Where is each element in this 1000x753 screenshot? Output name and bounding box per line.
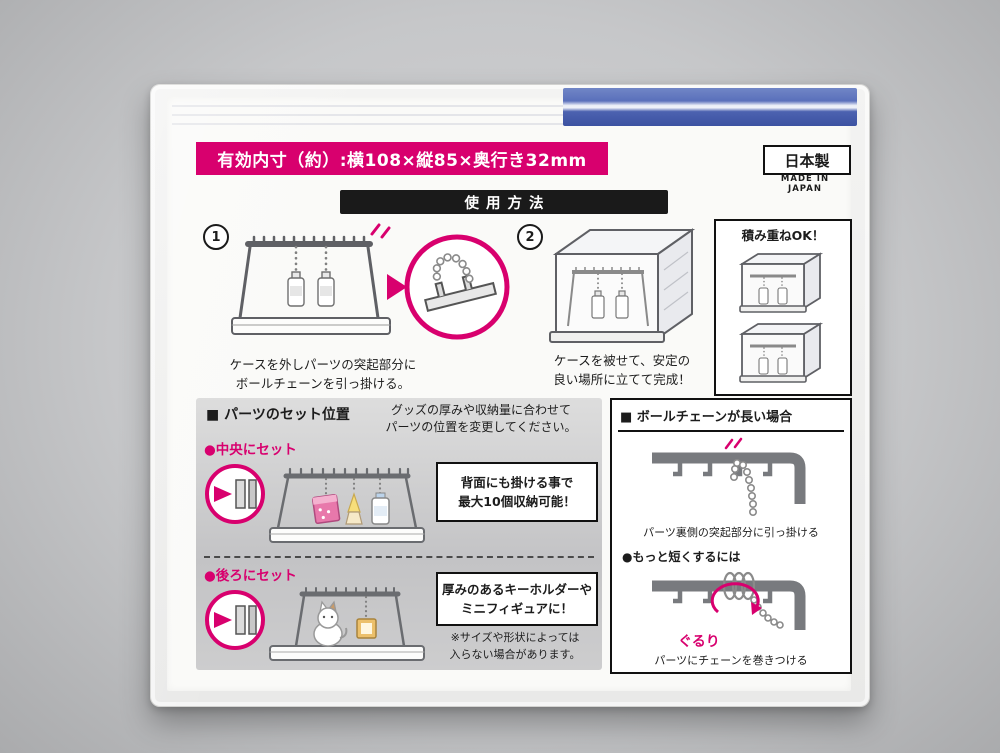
soft-serve-item xyxy=(345,492,363,525)
dashed-divider xyxy=(204,556,594,558)
step-2-caption-line1: ケースを被せて、安定の xyxy=(553,353,691,368)
back-note-line2: ミニフィギュアに！ xyxy=(460,601,573,616)
parts-set-position-title: ■ パーツのセット位置 xyxy=(206,407,350,423)
back-note-line1: 厚みのあるキーホルダーや xyxy=(441,581,592,597)
charm-cube-item xyxy=(356,618,377,639)
center-set-label: ●中央にセット xyxy=(204,442,297,458)
size-warning-text: ※サイズや形状によっては 入らない場合があります。 xyxy=(432,630,598,663)
step-2-caption-line2: 良い場所に立てて完成！ xyxy=(553,371,691,387)
wrap-chain-caption: パーツにチェーンを巻きつける xyxy=(654,654,808,667)
make-shorter-label: ●もっと短くするには xyxy=(622,550,741,564)
back-slot-magnifier-circle xyxy=(205,590,265,650)
pink-rotation-arrow xyxy=(710,582,760,614)
wrap-chain-diagram: ぐるり xyxy=(652,571,806,650)
chain-hook-magnifier-circle xyxy=(387,234,510,340)
pink-emphasis-marks xyxy=(724,437,743,450)
intro-line2: パーツの位置を変更してください。 xyxy=(385,420,577,435)
warning-line1: ※サイズや形状によっては xyxy=(450,631,580,644)
center-note-line2: 最大10個収納可能！ xyxy=(458,494,576,509)
hook-on-back-diagram xyxy=(652,437,806,517)
package-top-blue-strip xyxy=(563,88,857,126)
step-1-digit: 1 xyxy=(211,229,221,245)
step-2-number: 2 xyxy=(517,224,543,250)
back-set-label: ●後ろにセット xyxy=(204,568,297,584)
made-in-japan-label: 日本製 xyxy=(784,151,830,170)
long-chain-panel: ■ ボールチェーンが長い場合 パーツ裏側の突起部分に引っ掛ける ●もっと短くする… xyxy=(610,398,852,674)
stand-with-chains-diagram xyxy=(231,223,391,335)
milk-bottle-item xyxy=(371,492,390,525)
step-1-caption-line1: ケースを外しパーツの突起部分に xyxy=(229,357,417,372)
center-set-note-box: 背面にも掛ける事で 最大10個収納可能！ xyxy=(436,462,598,522)
inner-dimensions-text: 有効内寸（約）:横108×縦85×奥行き32mm xyxy=(217,151,587,171)
center-set-diagram xyxy=(269,467,425,543)
stacking-ok-label: 積み重ねOK！ xyxy=(741,228,825,243)
pink-arrow xyxy=(214,612,232,628)
ball-chain xyxy=(730,458,758,517)
pink-arrow xyxy=(387,274,407,300)
parts-set-position-intro: グッズの厚みや収納量に合わせて パーツの位置を変更してください。 xyxy=(366,402,596,437)
gururi-label: ぐるり xyxy=(678,634,720,650)
made-in-japan-english: MADE IN JAPAN xyxy=(780,174,830,194)
pink-arrowhead xyxy=(751,602,762,615)
stacking-ok-box: 積み重ねOK！ xyxy=(714,219,852,396)
step-1-number: 1 xyxy=(203,224,229,250)
hanging-bottle-charms xyxy=(287,271,335,307)
back-set-diagram xyxy=(269,587,425,661)
candy-pack-item xyxy=(311,493,341,525)
cat-figure-item xyxy=(313,600,348,647)
step-2-digit: 2 xyxy=(525,229,535,245)
step-2-caption: ケースを被せて、安定の 良い場所に立てて完成！ xyxy=(522,352,722,390)
trailing-chain xyxy=(750,596,784,629)
case-reflection-line xyxy=(172,114,848,116)
step-1-caption: ケースを外しパーツの突起部分に ボールチェーンを引っ掛ける。 xyxy=(198,356,448,394)
inner-dimensions-banner: 有効内寸（約）:横108×縦85×奥行き32mm xyxy=(196,142,608,175)
intro-line1: グッズの厚みや収納量に合わせて xyxy=(390,403,571,417)
stacked-cases-diagram xyxy=(738,252,824,383)
back-set-note-box: 厚みのあるキーホルダーや ミニフィギュアに！ xyxy=(436,572,598,626)
usage-method-label: 使用方法 xyxy=(464,195,551,212)
covered-case-diagram xyxy=(549,228,696,343)
hook-on-back-caption: パーツ裏側の突起部分に引っ掛ける xyxy=(643,526,819,539)
warning-line2: 入らない場合があります。 xyxy=(449,647,581,661)
pink-arrow xyxy=(214,486,232,502)
pink-emphasis-marks xyxy=(370,223,391,239)
long-chain-title: ■ ボールチェーンが長い場合 xyxy=(618,400,844,432)
center-slot-magnifier-circle xyxy=(205,464,265,524)
parts-set-position-panel: ■ パーツのセット位置 グッズの厚みや収納量に合わせて パーツの位置を変更してく… xyxy=(196,398,602,670)
case-reflection-line xyxy=(172,105,848,107)
usage-method-banner: 使用方法 xyxy=(340,190,668,214)
step-1-caption-line2: ボールチェーンを引っ掛ける。 xyxy=(235,375,411,391)
case-reflection-line xyxy=(172,123,848,125)
made-in-japan-box: 日本製 xyxy=(763,145,851,175)
center-note-line1: 背面にも掛ける事で xyxy=(460,474,574,490)
